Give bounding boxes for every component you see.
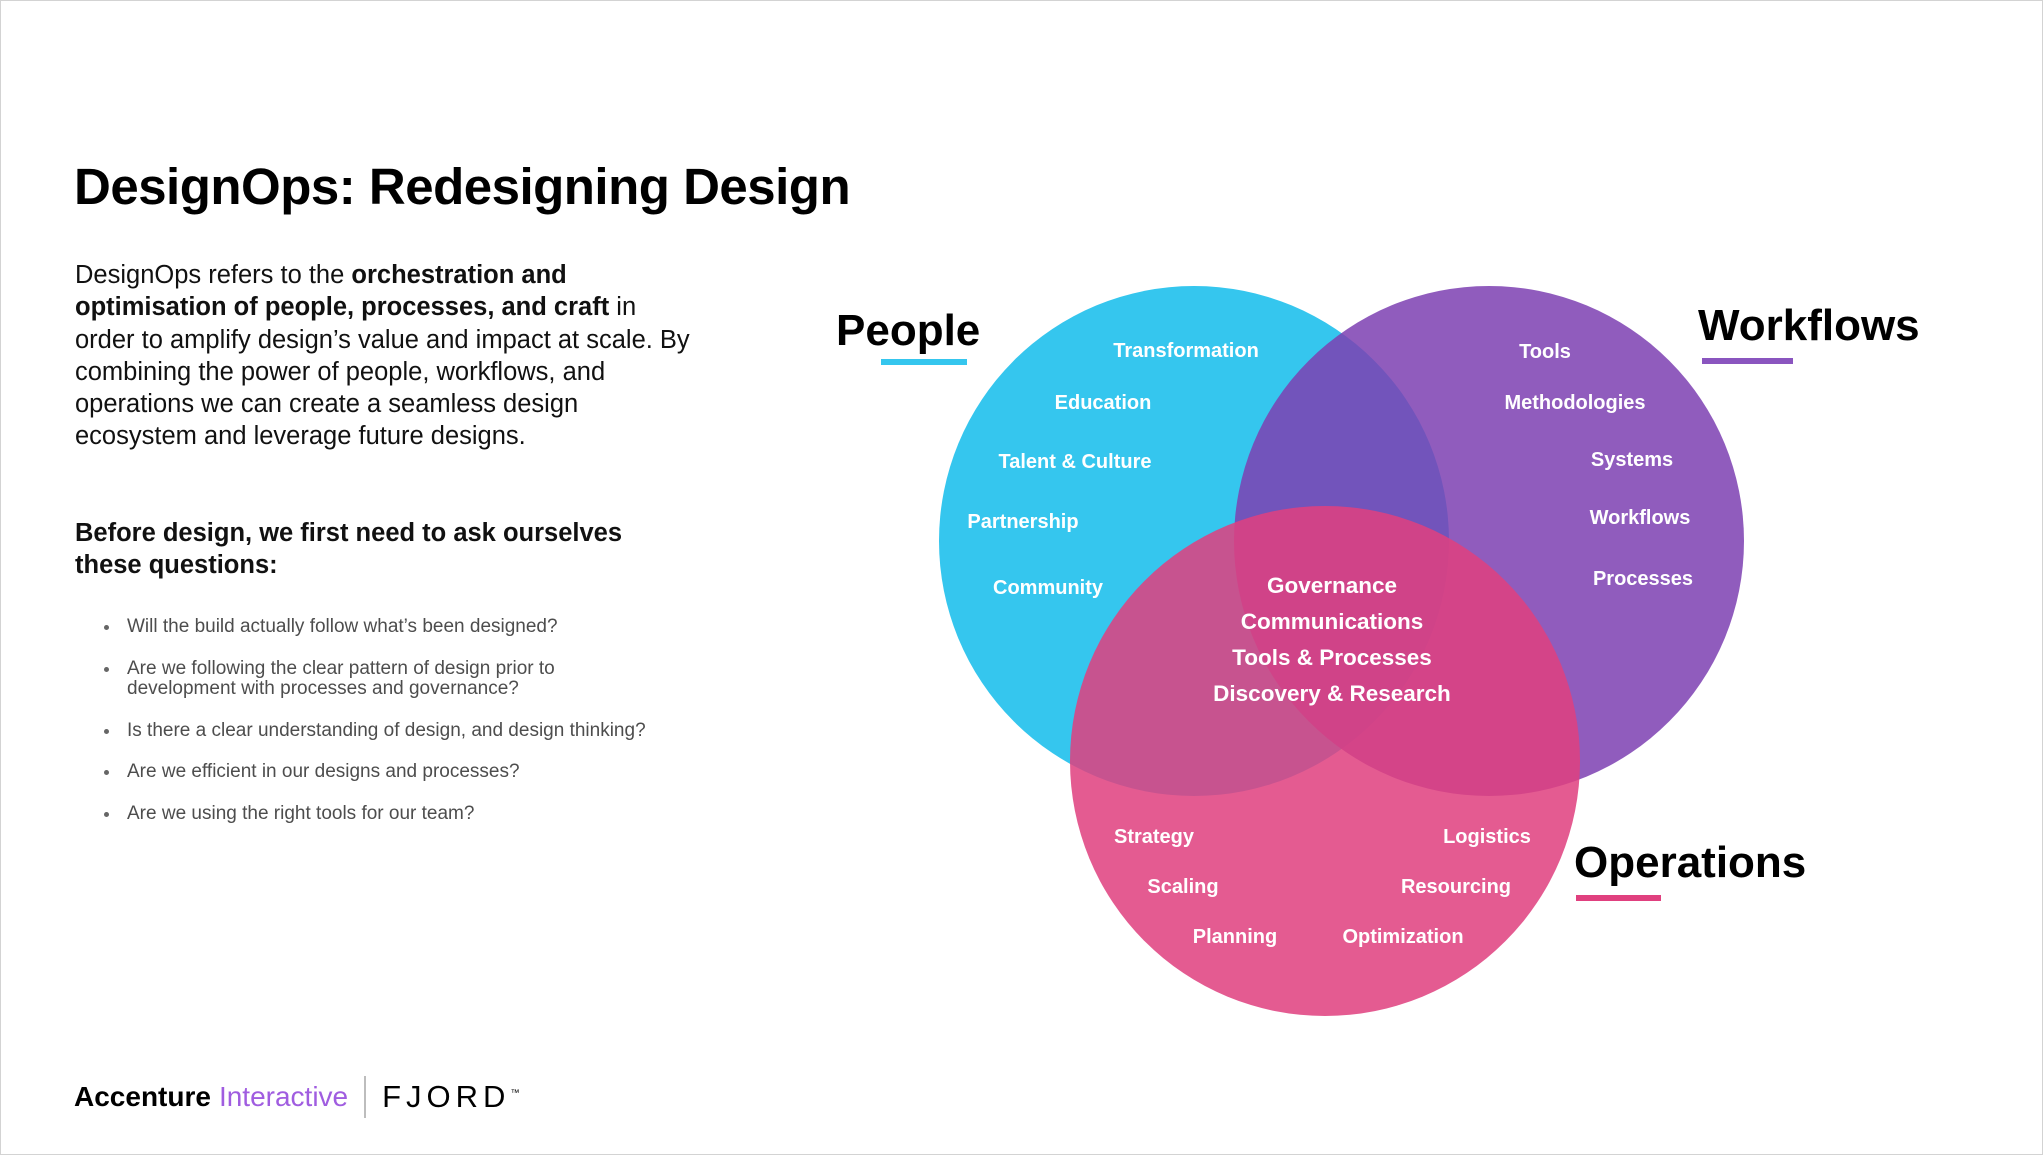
intro-paragraph: DesignOps refers to the orchestration an… <box>75 259 695 453</box>
operations-item: Strategy <box>1114 826 1195 848</box>
operations-item: Resourcing <box>1401 876 1511 898</box>
center-item: Communications <box>1241 609 1424 634</box>
people-underline <box>881 359 967 365</box>
workflows-underline <box>1702 358 1793 364</box>
people-label: People <box>836 306 980 355</box>
fjord-logo: FJORD™ <box>382 1079 519 1115</box>
operations-item: Planning <box>1193 926 1277 948</box>
logo-divider <box>364 1076 367 1118</box>
operations-item: Scaling <box>1147 876 1218 898</box>
center-item: Discovery & Research <box>1213 681 1451 706</box>
questions-heading: Before design, we first need to ask ours… <box>75 519 623 580</box>
question-item: Are we following the clear pattern of de… <box>101 658 661 700</box>
operations-circle <box>1070 506 1580 1016</box>
workflows-item: Processes <box>1593 568 1693 590</box>
center-item: Tools & Processes <box>1232 645 1432 670</box>
footer-logo: Accenture Interactive FJORD™ <box>74 1076 519 1118</box>
operations-item: Optimization <box>1342 926 1463 948</box>
question-item: Will the build actually follow what’s be… <box>101 616 661 638</box>
operations-underline <box>1576 895 1661 901</box>
center-item: Governance <box>1267 573 1397 598</box>
trademark-mark: ™ <box>510 1087 520 1098</box>
workflows-item: Tools <box>1519 341 1571 363</box>
workflows-label: Workflows <box>1698 301 1920 350</box>
operations-label: Operations <box>1574 838 1806 887</box>
question-item: Is there a clear understanding of design… <box>101 720 661 742</box>
page-title: DesignOps: Redesigning Design <box>74 158 851 215</box>
operations-item: Logistics <box>1443 826 1531 848</box>
people-item: Education <box>1055 392 1152 414</box>
people-item: Community <box>993 577 1104 599</box>
questions-list: Will the build actually follow what’s be… <box>101 616 661 845</box>
workflows-item: Methodologies <box>1504 392 1645 414</box>
fjord-logo-text: FJORD <box>382 1079 511 1114</box>
people-item: Talent & Culture <box>999 451 1152 473</box>
people-item: Transformation <box>1113 340 1259 362</box>
workflows-item: Workflows <box>1590 507 1691 529</box>
people-item: Partnership <box>967 511 1078 533</box>
intro-text-emphasis: orchestration and optimisation of people… <box>75 261 610 322</box>
intro-text-start: DesignOps refers to the <box>75 261 352 289</box>
question-item: Are we using the right tools for our tea… <box>101 803 661 825</box>
interactive-logo-text: Interactive <box>218 1081 349 1112</box>
workflows-item: Systems <box>1591 449 1673 471</box>
accenture-logo-text: Accenture <box>74 1081 211 1112</box>
intro-text-end: in order to amplify design’s value and i… <box>75 293 690 451</box>
question-item: Are we efficient in our designs and proc… <box>101 761 661 783</box>
